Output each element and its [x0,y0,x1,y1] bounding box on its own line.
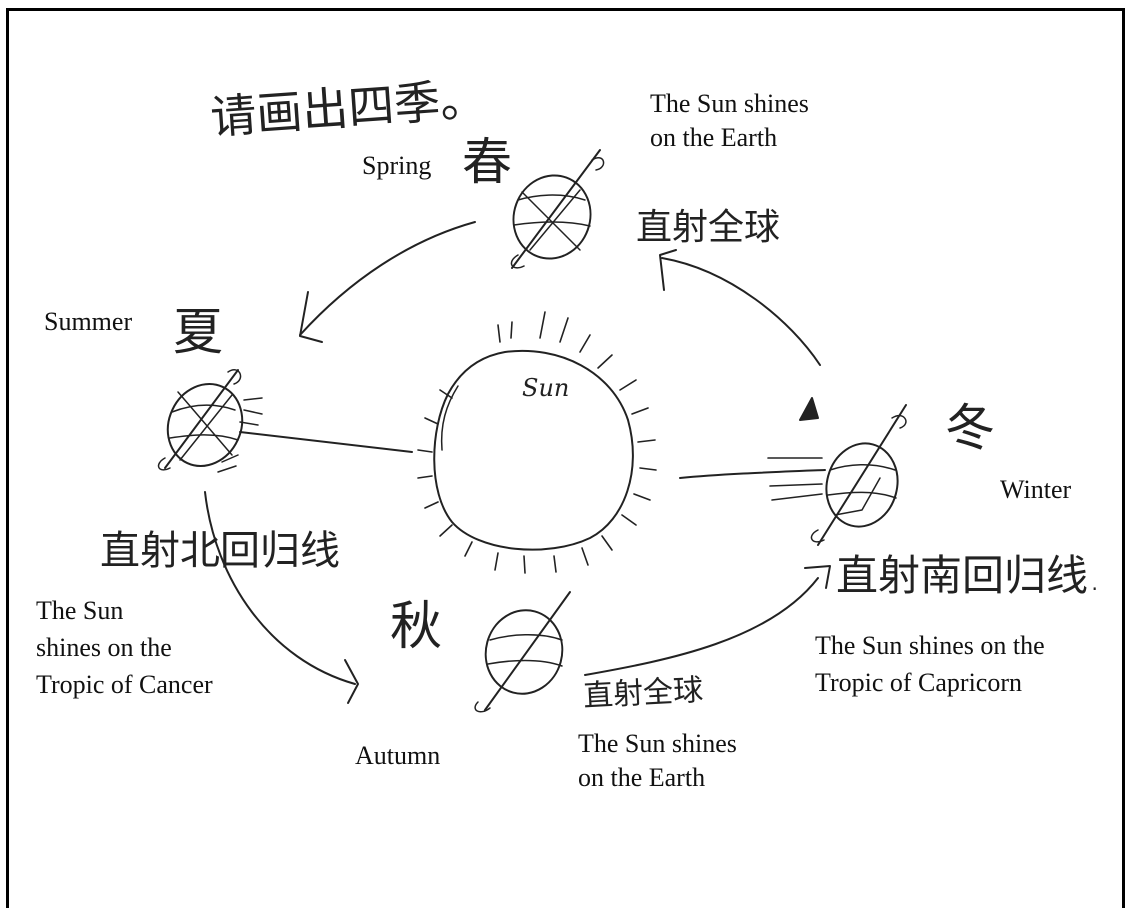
arrow-autumn-to-winter [584,577,819,676]
winter-en-label: Winter [1000,475,1072,504]
winter-zh-label: 冬 [945,399,995,457]
winter-en-note-1: The Sun shines on the [815,631,1045,660]
spring-zh-note: 直射全球 [636,207,781,248]
winter-zh-note: 直射南回归线. [836,551,1102,600]
spring-zh-label: 春 [462,133,512,191]
arrow-summer-to-autumn [204,491,356,685]
summer-en-note-3: Tropic of Cancer [36,670,213,699]
sun-label: Sun [522,374,570,402]
seasons-diagram: 请画出四季。 春 直射全球 夏 直射北回归线 秋 直射全球 冬 直射南回归线. … [6,8,1125,908]
spring-en-note-1: The Sun shines [650,89,809,118]
orbit-arrows [204,221,831,704]
spring-en-note-2: on the Earth [650,123,778,152]
sun-body [433,349,634,551]
autumn-zh-label: 秋 [390,597,443,657]
earth-autumn [474,591,571,713]
small-mark [799,397,819,421]
earth-summer [157,369,263,473]
arrow-winter-to-spring [661,257,821,366]
winter-en-note-2: Tropic of Capricorn [815,668,1023,697]
arrow-spring-to-summer [299,221,476,336]
sun-drawing [417,311,657,574]
diagram-frame [6,8,1125,908]
spring-en-label: Spring [362,151,432,180]
summer-zh-note: 直射北回归线 [100,528,340,574]
autumn-en-label: Autumn [355,741,441,770]
sun-ray-arrows [239,431,826,501]
summer-en-note-2: shines on the [36,633,172,662]
sun-rays [417,311,657,574]
summer-en-note-1: The Sun [36,596,124,625]
earth-spring [510,149,605,269]
autumn-en-note-2: on the Earth [578,763,706,792]
autumn-zh-note: 直射全球 [582,672,705,715]
sketch-drawing [157,149,907,713]
autumn-en-note-1: The Sun shines [578,729,737,758]
earth-winter [810,404,907,546]
sun-highlight [440,385,459,451]
summer-zh-label: 夏 [173,303,223,361]
summer-en-label: Summer [44,307,133,336]
